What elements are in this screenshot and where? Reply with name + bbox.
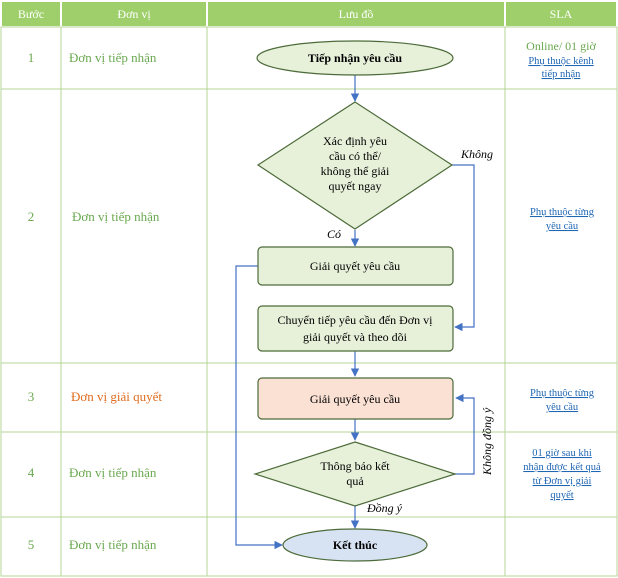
end-terminal-shape xyxy=(282,528,428,562)
arrow-no-to-transfer xyxy=(451,164,475,332)
row-1: 1 Đơn vị tiếp nhận xyxy=(28,50,157,65)
start-terminal-shape xyxy=(256,40,454,76)
resolve-1-box xyxy=(257,246,454,286)
row-4: 4 Đơn vị tiếp nhận xyxy=(28,465,157,480)
end-label: Kết thúc xyxy=(333,538,378,552)
label-yes: Có xyxy=(327,227,341,241)
table-grid xyxy=(0,26,618,577)
row-3-step: 3 xyxy=(28,389,35,404)
sla-row-4: 01 giờ sau khi nhận được kết quả từ Đơn … xyxy=(523,448,601,501)
transfer-line1: Chuyển tiếp yêu cầu đến Đơn vị xyxy=(278,313,434,327)
row-1-step: 1 xyxy=(28,50,35,65)
header-cell-unit xyxy=(62,2,206,26)
header-flow-label: Lưu đồ xyxy=(339,7,374,21)
node-end: Kết thúc xyxy=(282,528,428,562)
resolve-1-label: Giải quyết yêu cầu xyxy=(310,259,400,273)
label-no: Không xyxy=(460,147,493,161)
sla-row-1-time: Online/ 01 giờ xyxy=(526,39,596,53)
row-4-step: 4 xyxy=(28,465,35,480)
decision-1-line1: Xác định yêu xyxy=(323,134,387,148)
header-cell-sla xyxy=(506,2,616,26)
decision-2-line2: quả xyxy=(346,474,364,488)
sla-row-1-link-line1[interactable]: Phụ thuộc kênh xyxy=(528,56,594,67)
sla-row-4-link-line1[interactable]: 01 giờ sau khi xyxy=(532,448,592,459)
arrow-disagree-loop xyxy=(454,393,475,475)
label-agree: Đồng ý xyxy=(366,501,403,515)
sla-row-1-link-line2[interactable]: tiếp nhận xyxy=(542,69,582,80)
header-step-label: Bước xyxy=(18,7,44,21)
node-resolve-1: Giải quyết yêu cầu xyxy=(257,246,454,286)
node-decision-2: Thông báo kết quả xyxy=(253,441,457,507)
row-2-step: 2 xyxy=(28,209,35,224)
row-2: 2 Đơn vị tiếp nhận xyxy=(28,209,160,224)
table-header: Bước Đơn vị Lưu đồ SLA xyxy=(2,2,616,26)
decision-2-line1: Thông báo kết xyxy=(320,459,390,473)
sla-row-4-link-line3[interactable]: từ Đơn vị giải xyxy=(533,476,592,487)
decision-1-shape xyxy=(256,101,454,230)
transfer-line2: giải quyết và theo dõi xyxy=(303,330,408,344)
row-3: 3 Đơn vị giải quyết xyxy=(28,389,163,404)
row-4-unit: Đơn vị tiếp nhận xyxy=(69,465,157,480)
sla-row-2-link-line1[interactable]: Phụ thuộc từng xyxy=(530,207,595,218)
node-resolve-2: Giải quyết yêu cầu xyxy=(257,377,454,420)
flow-connectors xyxy=(235,75,475,550)
header-cell-step xyxy=(2,2,60,26)
header-sla-label: SLA xyxy=(550,7,573,21)
decision-1-line4: quyết ngay xyxy=(329,179,382,193)
resolve-2-box xyxy=(257,377,454,420)
node-start: Tiếp nhận yêu cầu xyxy=(256,40,454,76)
row-5-step: 5 xyxy=(28,537,35,552)
header-cell-flow xyxy=(208,2,504,26)
node-decision-1: Xác định yêu cầu có thể/ không thể giải … xyxy=(256,101,454,230)
sla-row-3-link-line1[interactable]: Phụ thuộc từng xyxy=(530,388,595,399)
sla-row-4-link-line2[interactable]: nhận được kết quả xyxy=(523,462,601,473)
sla-row-4-link-line4[interactable]: quyết xyxy=(550,490,573,501)
row-5-unit: Đơn vị tiếp nhận xyxy=(69,537,157,552)
row-5: 5 Đơn vị tiếp nhận xyxy=(28,537,157,552)
transfer-box xyxy=(257,305,454,352)
row-3-unit: Đơn vị giải quyết xyxy=(71,389,162,404)
node-transfer: Chuyển tiếp yêu cầu đến Đơn vị giải quyế… xyxy=(257,305,454,352)
arrow-resolve-to-end xyxy=(235,265,283,550)
decision-1-line2: cầu có thể/ xyxy=(329,149,382,163)
row-2-unit: Đơn vị tiếp nhận xyxy=(72,209,160,224)
header-unit-label: Đơn vị xyxy=(117,7,151,21)
sla-row-1: Online/ 01 giờ Phụ thuộc kênh tiếp nhận xyxy=(526,39,596,80)
row-1-unit: Đơn vị tiếp nhận xyxy=(69,50,157,65)
decision-1-line3: không thể giải xyxy=(321,164,390,178)
sla-row-3: Phụ thuộc từng yêu cầu xyxy=(530,388,595,413)
sla-row-2-link-line2[interactable]: yêu cầu xyxy=(546,221,579,232)
sla-row-3-link-line2[interactable]: yêu cầu xyxy=(546,402,579,413)
resolve-2-label: Giải quyết yêu cầu xyxy=(310,392,400,406)
start-label: Tiếp nhận yêu cầu xyxy=(308,51,402,65)
label-disagree: Không đồng ý xyxy=(480,407,494,476)
sla-row-2: Phụ thuộc từng yêu cầu xyxy=(530,207,595,232)
decision-2-shape xyxy=(253,441,457,507)
